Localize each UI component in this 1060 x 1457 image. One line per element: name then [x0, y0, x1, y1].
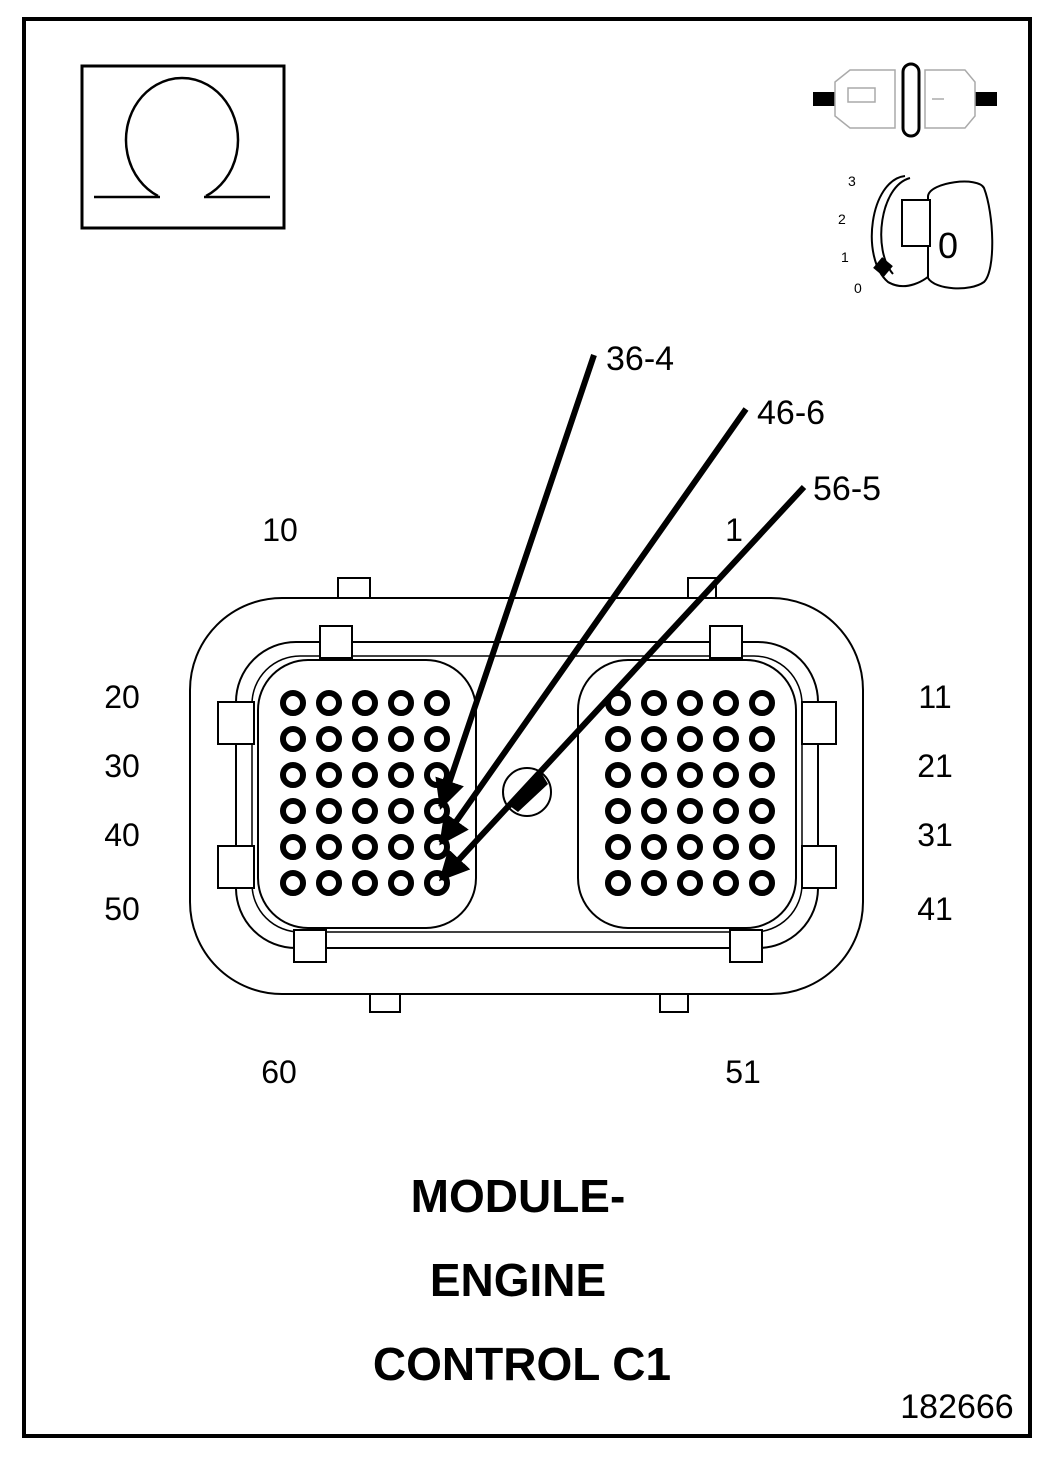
- pin-16: [424, 726, 450, 752]
- pin-8: [352, 690, 378, 716]
- connector-housing: [189, 577, 864, 1013]
- pin-51: [749, 870, 775, 896]
- pin-17: [388, 726, 414, 752]
- pin-3: [677, 690, 703, 716]
- pin-40: [280, 798, 306, 824]
- ignition-position-0: 0: [854, 280, 862, 296]
- wire-label-46-6: 46-6: [757, 394, 825, 432]
- pin-30: [280, 762, 306, 788]
- pin-32: [713, 798, 739, 824]
- pin-15: [605, 726, 631, 752]
- ignition-position-3: 3: [848, 173, 856, 189]
- pin-10: [280, 690, 306, 716]
- pin-7: [388, 690, 414, 716]
- pin-2: [713, 690, 739, 716]
- pin-34: [641, 798, 667, 824]
- pin-1: [749, 690, 775, 716]
- wire-callouts: 36-4 46-6 56-5: [435, 340, 881, 882]
- pin-21: [749, 762, 775, 788]
- pin-20: [280, 726, 306, 752]
- wire-label-36-4: 36-4: [606, 340, 674, 378]
- pin-24: [641, 762, 667, 788]
- pin-14: [641, 726, 667, 752]
- ignition-position-2: 2: [838, 211, 846, 227]
- figure-number: 182666: [900, 1388, 1013, 1426]
- pin-label-left-2: 30: [104, 748, 140, 784]
- pin-label-top-left: 10: [262, 512, 298, 548]
- pin-13: [677, 726, 703, 752]
- pin-37: [388, 798, 414, 824]
- ignition-key-value: 0: [938, 225, 958, 266]
- pin-50: [280, 834, 306, 860]
- pin-18: [352, 726, 378, 752]
- pin-35: [605, 798, 631, 824]
- pin-label-left-4: 50: [104, 891, 140, 927]
- pin-25: [605, 762, 631, 788]
- pin-label-left-1: 20: [104, 679, 140, 715]
- wire-line-56-5: [438, 484, 807, 882]
- pin-55: [605, 870, 631, 896]
- pin-54: [641, 870, 667, 896]
- pin-48: [352, 834, 378, 860]
- pin-label-top-right: 1: [725, 512, 743, 548]
- pin-58: [352, 870, 378, 896]
- connector-pins: [280, 690, 775, 896]
- pin-33: [677, 798, 703, 824]
- pin-22: [713, 762, 739, 788]
- ohm-resistance-icon: [80, 64, 286, 230]
- ignition-key-icon: 0 3 2 1 0: [838, 173, 994, 296]
- pin-label-right-1: 11: [918, 679, 951, 715]
- wire-line-36-4: [435, 354, 597, 810]
- pin-label-bottom-right: 51: [725, 1054, 761, 1090]
- wire-label-56-5: 56-5: [813, 470, 881, 508]
- pin-29: [316, 762, 342, 788]
- pin-label-left-3: 40: [104, 817, 140, 853]
- pin-19: [316, 726, 342, 752]
- pin-12: [713, 726, 739, 752]
- pin-45: [605, 834, 631, 860]
- pin-39: [316, 798, 342, 824]
- pin-43: [677, 834, 703, 860]
- pin-59: [316, 870, 342, 896]
- pin-42: [713, 834, 739, 860]
- pin-26: [424, 762, 450, 788]
- pin-60: [280, 870, 306, 896]
- pin-49: [316, 834, 342, 860]
- pin-44: [641, 834, 667, 860]
- pin-41: [749, 834, 775, 860]
- pin-57: [388, 870, 414, 896]
- wire-line-46-6: [438, 407, 749, 846]
- title-line-2: ENGINE: [430, 1254, 606, 1306]
- pin-9: [316, 690, 342, 716]
- pin-23: [677, 762, 703, 788]
- pin-52: [713, 870, 739, 896]
- pin-11: [749, 726, 775, 752]
- pin-label-right-2: 21: [917, 748, 953, 784]
- pin-6: [424, 690, 450, 716]
- pin-4: [641, 690, 667, 716]
- pin-label-bottom-left: 60: [261, 1054, 297, 1090]
- title-line-3: CONTROL C1: [373, 1338, 671, 1390]
- pin-31: [749, 798, 775, 824]
- pin-47: [388, 834, 414, 860]
- pin-53: [677, 870, 703, 896]
- pin-label-right-3: 31: [917, 817, 953, 853]
- ignition-position-1: 1: [841, 249, 849, 265]
- pin-27: [388, 762, 414, 788]
- disconnected-connector-icon: [813, 62, 997, 138]
- pin-38: [352, 798, 378, 824]
- pin-label-right-4: 41: [917, 891, 953, 927]
- pin-28: [352, 762, 378, 788]
- title-line-1: MODULE-: [411, 1170, 626, 1222]
